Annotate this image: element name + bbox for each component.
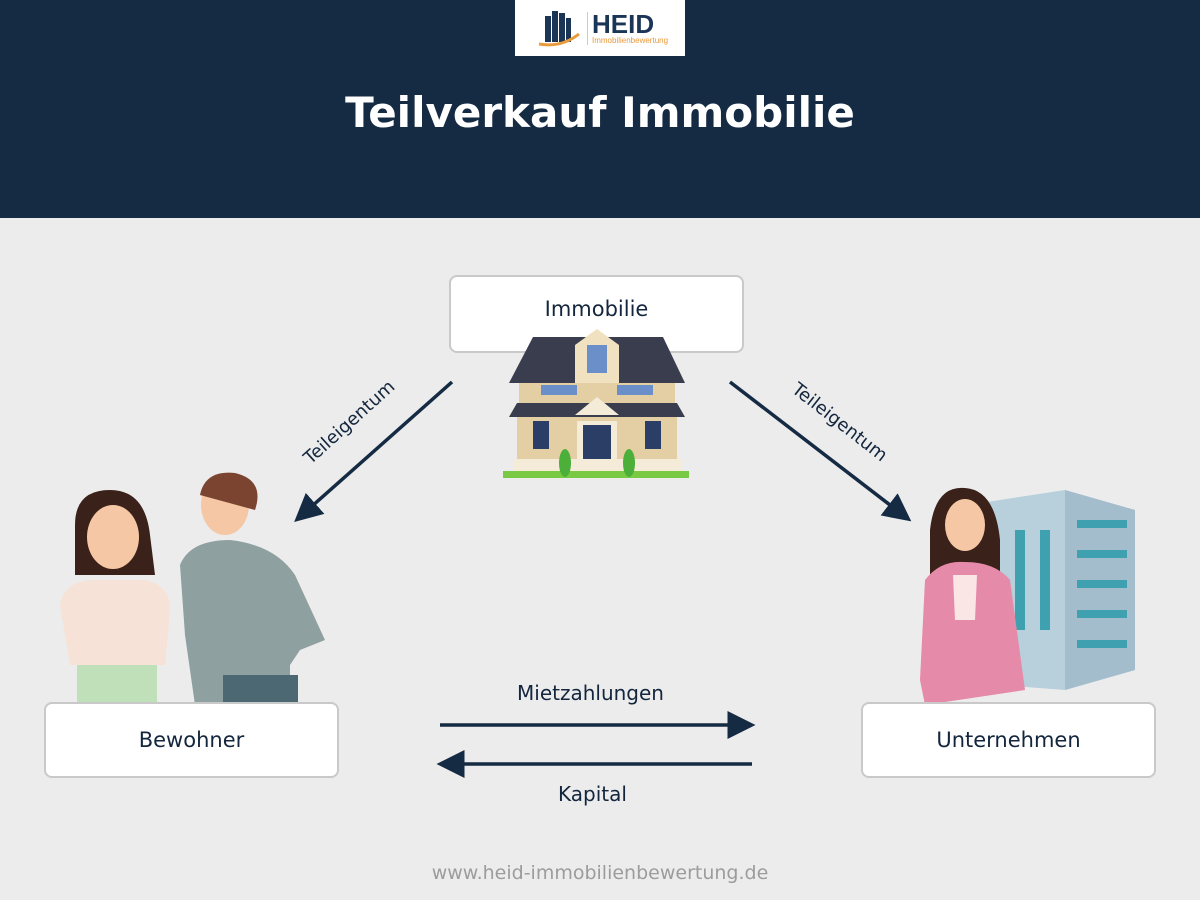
building-logo-icon — [538, 11, 580, 47]
node-residents: Bewohner — [44, 702, 339, 778]
arrow-to-residents — [294, 380, 454, 522]
footer-url[interactable]: www.heid-immobilienbewertung.de — [431, 862, 769, 884]
edge-label-rent: Mietzahlungen — [517, 681, 664, 705]
logo-subtitle: Immobilienbewertung — [592, 35, 669, 45]
residents-label: Bewohner — [138, 728, 245, 752]
arrow-to-company — [728, 380, 912, 522]
company-label: Unternehmen — [936, 728, 1081, 752]
property-label: Immobilie — [544, 297, 649, 321]
heid-logo[interactable]: HEID Immobilienbewertung — [515, 0, 685, 56]
page-title: Teilverkauf Immobilie — [345, 88, 855, 137]
edge-label-capital: Kapital — [558, 782, 627, 806]
house-illustration — [503, 329, 689, 478]
logo-name: HEID — [592, 8, 655, 39]
header-banner: HEID Immobilienbewertung Teilverkauf Imm… — [0, 0, 1200, 218]
node-company: Unternehmen — [861, 702, 1156, 778]
residents-illustration — [60, 472, 325, 705]
company-illustration — [920, 487, 1135, 705]
